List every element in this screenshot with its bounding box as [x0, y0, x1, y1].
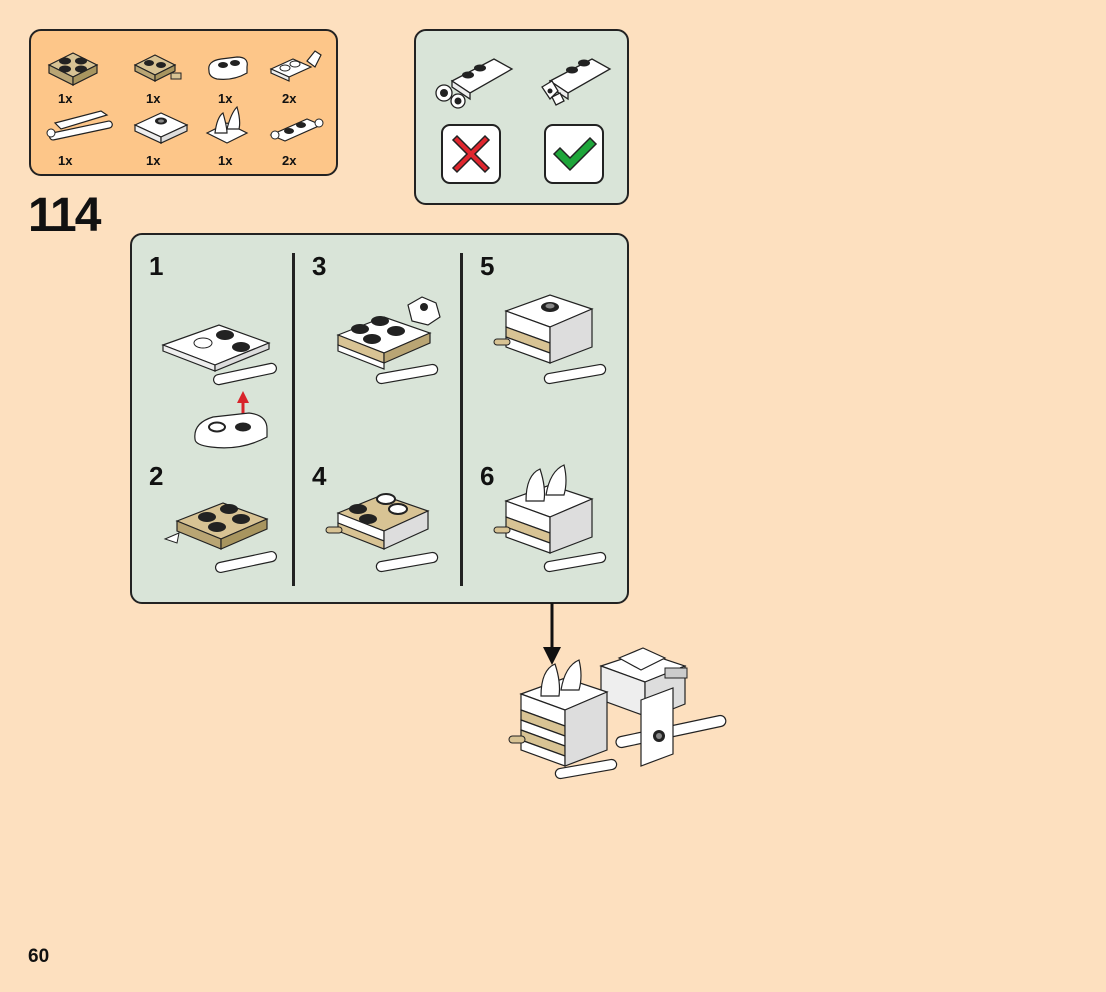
part-white-plate-clip: 2x [267, 39, 337, 99]
white-plate-clip-icon [267, 39, 337, 91]
assembled-model-illustration [505, 640, 735, 800]
white-tile-center-stud-icon [131, 101, 201, 153]
part-white-plate-clips-1x2: 2x [267, 101, 337, 161]
page-number: 60 [28, 946, 49, 968]
part-qty: 1x [58, 153, 72, 168]
substep-4: 4 [312, 461, 472, 631]
part-qty: 1x [146, 153, 160, 168]
part-tan-plate-with-pin: 1x [131, 39, 201, 99]
substep-5: 5 [480, 251, 640, 421]
orientation-hint-callout [414, 29, 629, 205]
part-qty: 2x [282, 153, 296, 168]
white-tooth-pair-icon [203, 101, 273, 153]
check-mark-icon [546, 126, 602, 182]
substep-6-illustration [480, 461, 630, 591]
part-white-plate-rounded: 1x [203, 39, 273, 99]
substep-4-illustration [312, 461, 462, 591]
substep-1-illustration [149, 251, 299, 451]
substep-3: 3 [312, 251, 472, 421]
substeps-panel: 1 2 3 [130, 233, 629, 604]
x-mark-icon [443, 126, 499, 182]
tan-plate-pin-icon [131, 39, 201, 91]
clip-right-orientation-icon [528, 41, 618, 111]
clip-wrong-orientation-icon [430, 41, 520, 111]
part-white-plate-bar-handle: 1x [43, 101, 113, 161]
substep-2-illustration [149, 461, 299, 591]
white-plate-bar-handle-icon [43, 101, 123, 153]
part-white-tile-center-stud: 1x [131, 101, 201, 161]
substep-1: 1 [149, 251, 309, 421]
wrong-verdict-box [441, 124, 501, 184]
part-white-tooth-pair: 1x [203, 101, 273, 161]
parts-list-callout: 1x 1x 1x 2x 1x [29, 29, 338, 176]
tan-plate-2x2-icon [43, 39, 113, 91]
white-plate-clips-icon [267, 101, 337, 153]
substep-3-illustration [312, 251, 462, 401]
part-tan-plate-2x2: 1x [43, 39, 113, 99]
white-plate-rounded-icon [203, 39, 273, 91]
step-number: 114 [28, 188, 99, 243]
substep-5-illustration [480, 251, 630, 401]
part-qty: 1x [218, 153, 232, 168]
right-verdict-box [544, 124, 604, 184]
substep-2: 2 [149, 461, 309, 631]
